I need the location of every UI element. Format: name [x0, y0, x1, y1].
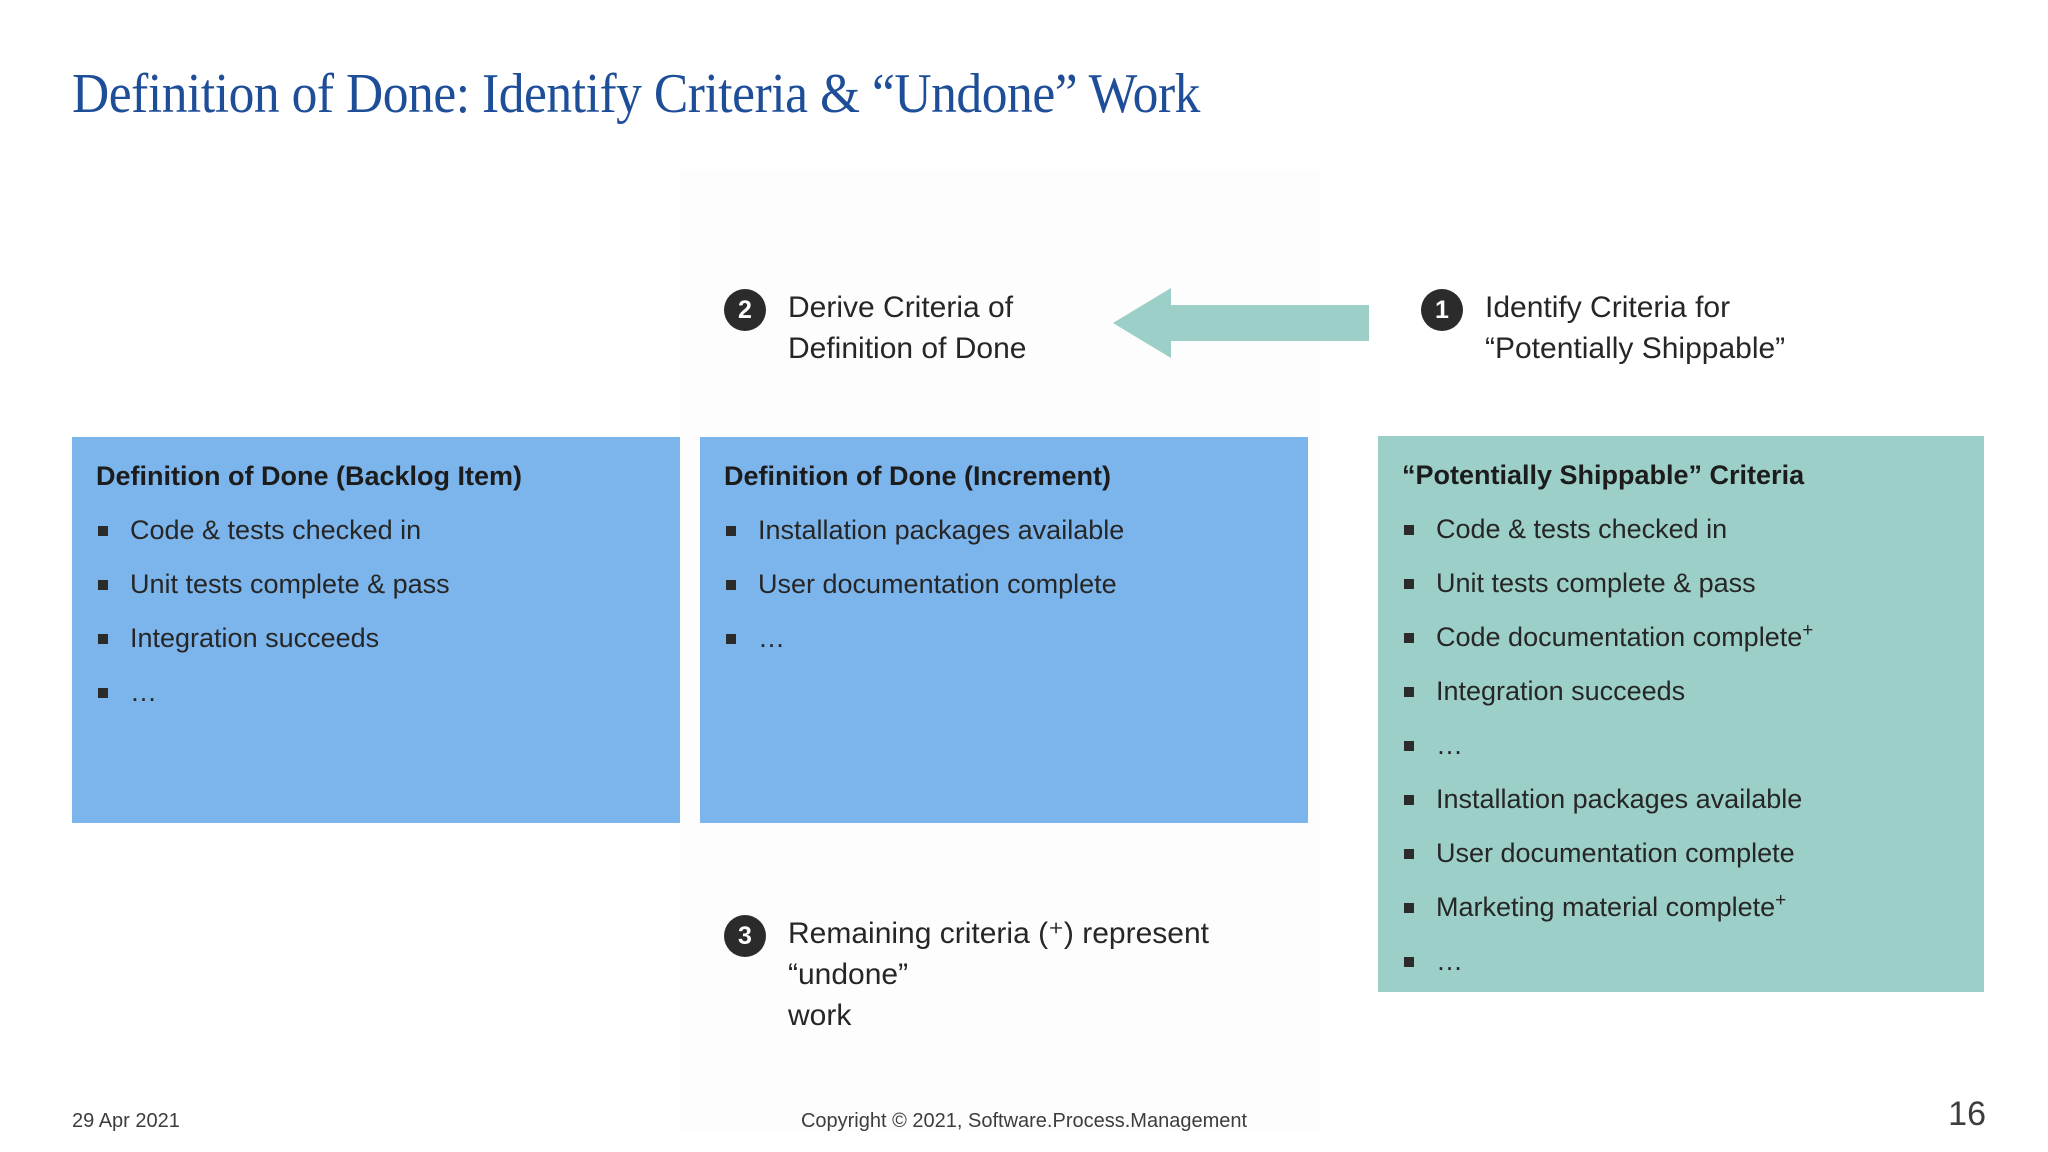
bullet-square-icon — [1404, 579, 1414, 589]
list-item-label: Code & tests checked in — [1436, 514, 1728, 544]
list-item-label: Integration succeeds — [1436, 676, 1686, 706]
step-badge-1: 1 — [1421, 289, 1463, 331]
list-item-label: User documentation complete — [1436, 838, 1795, 868]
bullet-square-icon — [98, 580, 108, 590]
bullet-square-icon — [98, 634, 108, 644]
list-item: … — [724, 621, 1284, 655]
undone-marker: + — [1775, 890, 1787, 911]
box-title: “Potentially Shippable” Criteria — [1402, 460, 1805, 490]
list-item-label: … — [758, 623, 785, 653]
list-item-label: Code documentation complete — [1436, 622, 1803, 652]
box-title: Definition of Done (Backlog Item) — [96, 461, 523, 491]
bullet-square-icon — [1404, 795, 1414, 805]
list-item-label: … — [130, 677, 157, 707]
step-label-3: Remaining criteria (⁺) represent “undone… — [788, 913, 1328, 1036]
list-item-label: Integration succeeds — [130, 623, 380, 653]
bullet-square-icon — [1404, 741, 1414, 751]
list-item: User documentation complete — [724, 567, 1284, 601]
step-label-1-line1: Identify Criteria for — [1485, 291, 1731, 324]
footer-page-number: 16 — [1948, 1095, 1986, 1133]
list-item-label: Installation packages available — [1436, 784, 1803, 814]
list-item: … — [1402, 944, 1960, 978]
list-item: Integration succeeds — [1402, 674, 1960, 708]
list-item: Unit tests complete & pass — [1402, 566, 1960, 600]
step-label-1-line2: “Potentially Shippable” — [1485, 332, 1786, 365]
bullet-square-icon — [1404, 525, 1414, 535]
list-item-label: Code & tests checked in — [130, 515, 422, 545]
list-item-label: Unit tests complete & pass — [1436, 568, 1756, 598]
list-item: Installation packages available — [724, 513, 1284, 547]
undone-marker: + — [1802, 620, 1814, 641]
list-item-label: Unit tests complete & pass — [130, 569, 450, 599]
box-dod-increment: Definition of Done (Increment) Installat… — [700, 437, 1308, 823]
bullet-square-icon — [1404, 849, 1414, 859]
bullet-square-icon — [726, 634, 736, 644]
step-label-1: Identify Criteria for “Potentially Shipp… — [1485, 287, 1815, 369]
box-dod-backlog-item: Definition of Done (Backlog Item) Code &… — [72, 437, 680, 823]
list-item: Installation packages available — [1402, 782, 1960, 816]
bullet-square-icon — [1404, 903, 1414, 913]
list-item: Code documentation complete+ — [1402, 620, 1960, 654]
box-potentially-shippable-criteria: “Potentially Shippable” Criteria Code & … — [1378, 436, 1984, 992]
list-item: User documentation complete — [1402, 836, 1960, 870]
bullet-square-icon — [726, 580, 736, 590]
list-item-label: User documentation complete — [758, 569, 1117, 599]
list-item: Marketing material complete+ — [1402, 890, 1960, 924]
step-marker-1: 1 Identify Criteria for “Potentially Shi… — [1421, 287, 1815, 369]
step-label-3-line1: Remaining criteria (⁺) represent “undone… — [788, 917, 1209, 991]
bullet-square-icon — [98, 526, 108, 536]
footer-copyright: Copyright © 2021, Software.Process.Manag… — [800, 1110, 1248, 1132]
bullet-square-icon — [726, 526, 736, 536]
list-item: … — [1402, 728, 1960, 762]
bullet-square-icon — [1404, 633, 1414, 643]
bullet-list: Code & tests checked in Unit tests comple… — [96, 513, 656, 709]
list-item: … — [96, 675, 656, 709]
step-marker-2: 2 Derive Criteria of Definition of Done — [724, 287, 1088, 369]
step-label-2: Derive Criteria of Definition of Done — [788, 287, 1088, 369]
derive-arrow-icon — [1113, 288, 1369, 358]
list-item: Code & tests checked in — [96, 513, 656, 547]
step-badge-2: 2 — [724, 289, 766, 331]
list-item-label: … — [1436, 946, 1463, 976]
list-item: Integration succeeds — [96, 621, 656, 655]
page-title: Definition of Done: Identify Criteria & … — [72, 63, 1200, 125]
step-label-3-line2: work — [788, 999, 852, 1032]
bullet-list: Code & tests checked in Unit tests comple… — [1402, 512, 1960, 978]
bullet-square-icon — [1404, 687, 1414, 697]
footer-date: 29 Apr 2021 — [72, 1110, 180, 1132]
step-marker-3: 3 Remaining criteria (⁺) represent “undo… — [724, 913, 1328, 1036]
bullet-square-icon — [98, 688, 108, 698]
step-badge-3: 3 — [724, 915, 766, 957]
list-item: Unit tests complete & pass — [96, 567, 656, 601]
list-item-label: Marketing material complete — [1436, 892, 1776, 922]
bullet-square-icon — [1404, 957, 1414, 967]
box-title: Definition of Done (Increment) — [724, 461, 1111, 491]
list-item-label: Installation packages available — [758, 515, 1125, 545]
step-label-2-line1: Derive Criteria of — [788, 291, 1014, 324]
list-item-label: … — [1436, 730, 1463, 760]
step-label-2-line2: Definition of Done — [788, 332, 1027, 365]
list-item: Code & tests checked in — [1402, 512, 1960, 546]
